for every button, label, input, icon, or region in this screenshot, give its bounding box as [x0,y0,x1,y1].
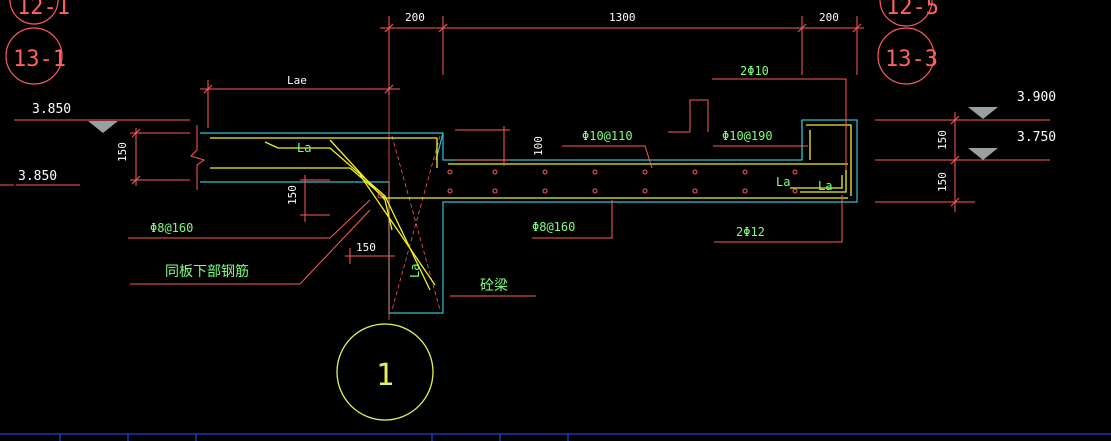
elevation-triangle-right-upper [968,107,998,119]
dim-top-right: 200 [819,11,839,24]
detail-number-circle [336,323,434,421]
label-phi8-160-left: Φ8@160 [150,221,193,235]
rebar-lines [210,124,852,291]
lae-dimension [200,80,400,128]
detail-number: 1 [376,358,394,393]
section-tag-left [5,27,63,85]
dim-lae: Lae [287,74,307,87]
section-tag-left-text: 13-1 [13,47,66,72]
elevation-triangle-right-lower [968,148,998,160]
leader-lines [0,78,1050,297]
rebar-dots [377,169,798,199]
dim-bottom-150: 150 [356,241,376,254]
label-2phi12: 2Φ12 [736,225,765,239]
section-tag-right-text: 13-3 [885,47,938,72]
section-tag-right-partial-text: 12-5 [886,0,939,20]
section-tag-left-partial [9,0,59,25]
left-elevation-marks [14,119,190,186]
dim-slab-thickness-left: 150 [116,142,129,162]
elev-left-upper: 3.850 [32,102,71,117]
dim-right-upper: 150 [936,130,949,150]
section-tag-left-partial-text: 12-1 [17,0,70,20]
label-la-vertical: La [408,264,422,278]
note-same-as-slab: 同板下部钢筋 [165,263,249,280]
dim-right-lower: 150 [936,172,949,192]
dim-slab-100: 100 [532,136,545,156]
elev-right-lower: 3.750 [1017,130,1056,145]
note-concrete-beam: 砼梁 [480,278,508,294]
label-2phi10: 2Φ10 [740,64,769,78]
break-line [190,125,206,190]
section-tag-right [877,27,935,85]
label-phi10-110: Φ10@110 [582,129,633,143]
label-la-right-2: La [818,179,832,193]
elevation-triangle-left [88,121,118,133]
dim-top-left: 200 [405,11,425,24]
top-dimension-chain [380,16,864,95]
label-phi10-190: Φ10@190 [722,129,773,143]
label-la-top: La [297,141,311,155]
dim-top-middle: 1300 [609,11,636,24]
elev-left-lower: 3.850 [18,169,57,184]
bottom-status-bar [0,433,1111,441]
beam-cross-marks [391,135,441,311]
label-la-right-1: La [776,175,790,189]
elev-right-upper: 3.900 [1017,90,1056,105]
dim-beam-step: 150 [286,185,299,205]
section-tag-right-partial [879,0,933,27]
label-phi8-160-mid: Φ8@160 [532,220,575,234]
